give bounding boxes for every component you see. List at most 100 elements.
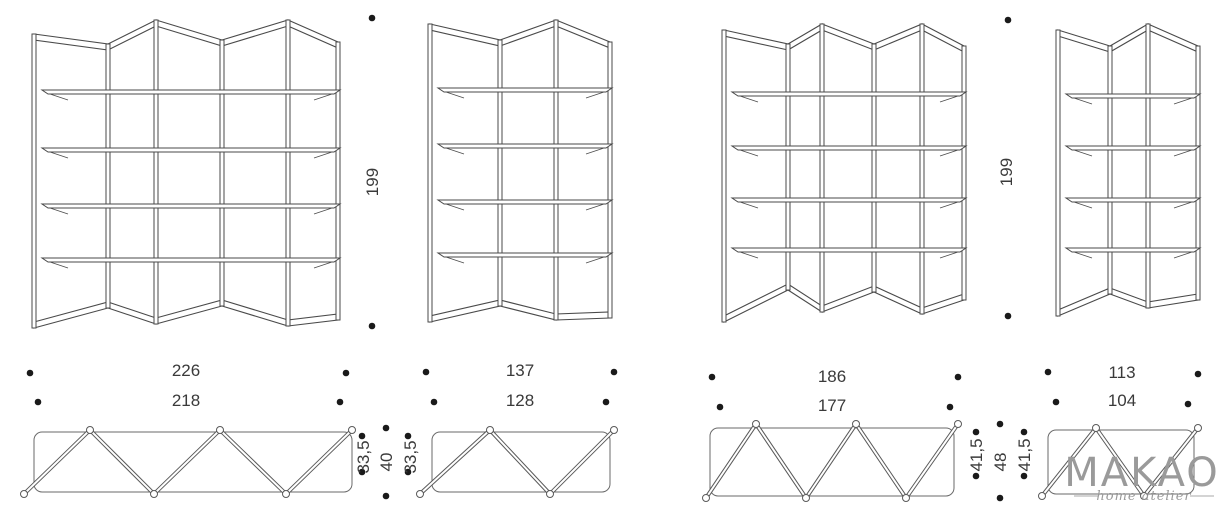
shelf bbox=[40, 147, 342, 153]
post bbox=[105, 43, 111, 309]
dimension-dot bbox=[1004, 16, 1012, 24]
depth-label-1b: 40 bbox=[377, 453, 396, 472]
depth-label-3c: 41,5 bbox=[1015, 438, 1034, 471]
shelf-bracket bbox=[445, 256, 465, 264]
shelf-bracket bbox=[739, 201, 759, 209]
dimension-dot bbox=[34, 398, 42, 406]
hinge bbox=[610, 426, 618, 434]
shelf-bracket bbox=[739, 95, 759, 103]
shelf-bracket bbox=[739, 149, 759, 157]
top-rail bbox=[33, 33, 109, 51]
panel-core bbox=[419, 429, 491, 495]
post bbox=[919, 23, 925, 315]
plan-137 bbox=[416, 426, 618, 498]
hinge bbox=[852, 420, 860, 428]
shelf bbox=[1064, 197, 1202, 203]
panel-core bbox=[285, 429, 353, 495]
hinge bbox=[954, 420, 962, 428]
bottom-rail bbox=[221, 299, 289, 327]
shelf-bracket bbox=[585, 91, 605, 99]
dimension-dot bbox=[1194, 370, 1202, 378]
brand-tagline: home atelier bbox=[1096, 489, 1191, 504]
shelf bbox=[436, 252, 614, 258]
shelf bbox=[730, 91, 968, 97]
hinge bbox=[1194, 424, 1202, 432]
panel-core bbox=[1143, 427, 1199, 497]
shelf-bracket bbox=[1173, 97, 1193, 105]
post bbox=[285, 19, 291, 327]
panel-core bbox=[1095, 427, 1145, 497]
post bbox=[31, 33, 37, 329]
hinge bbox=[282, 490, 290, 498]
shelf bbox=[1064, 145, 1202, 151]
top-rail bbox=[499, 19, 557, 47]
front-elevations bbox=[31, 19, 1202, 329]
bottom-rail bbox=[33, 301, 109, 329]
hinge bbox=[802, 494, 810, 502]
shelf-bracket bbox=[939, 149, 959, 157]
dimension-dot bbox=[610, 368, 618, 376]
shelf-bracket bbox=[445, 203, 465, 211]
brand-logo: MAKAO home atelier bbox=[1064, 450, 1218, 504]
bottom-rail bbox=[1109, 287, 1149, 309]
depth-label-1c: 33,5 bbox=[401, 440, 420, 473]
hinge bbox=[86, 426, 94, 434]
shelf-bracket bbox=[1073, 251, 1093, 259]
dimension-dot bbox=[342, 369, 350, 377]
bottom-rail bbox=[555, 311, 611, 321]
dimension-dots bbox=[26, 14, 1202, 502]
top-rail bbox=[555, 19, 611, 49]
post bbox=[427, 23, 433, 323]
top-rail bbox=[107, 19, 157, 51]
hinge bbox=[416, 490, 424, 498]
shelf-bracket bbox=[939, 95, 959, 103]
dimension-dot bbox=[716, 403, 724, 411]
inner-width-label-2: 128 bbox=[506, 391, 534, 410]
post bbox=[607, 41, 613, 319]
outer-width-label-2: 137 bbox=[506, 361, 534, 380]
dimension-dot bbox=[422, 368, 430, 376]
bottom-rail bbox=[155, 299, 223, 325]
shelf bbox=[436, 199, 614, 205]
post bbox=[553, 19, 559, 321]
plan-113 bbox=[1038, 424, 1202, 500]
inner-width-label-4: 104 bbox=[1108, 391, 1136, 410]
shelf-bracket bbox=[445, 147, 465, 155]
dimension-dot bbox=[358, 468, 366, 476]
dimension-dot bbox=[336, 398, 344, 406]
bottom-rail bbox=[1147, 293, 1199, 309]
post bbox=[721, 29, 727, 323]
hinge bbox=[150, 490, 158, 498]
shelf-bracket bbox=[49, 151, 69, 159]
dimension-dot bbox=[946, 403, 954, 411]
panel-core bbox=[755, 423, 807, 499]
post bbox=[1055, 29, 1061, 317]
shelf-bracket bbox=[939, 201, 959, 209]
shelf-bracket bbox=[1073, 97, 1093, 105]
dimension-dot bbox=[1052, 398, 1060, 406]
shelf-bracket bbox=[939, 251, 959, 259]
top-rail bbox=[921, 23, 965, 53]
dimension-dot bbox=[602, 398, 610, 406]
hinge bbox=[752, 420, 760, 428]
post bbox=[335, 41, 341, 321]
shelf-bracket bbox=[49, 261, 69, 269]
hinge bbox=[486, 426, 494, 434]
top-rail bbox=[287, 19, 339, 49]
post bbox=[1145, 23, 1151, 309]
plan-226 bbox=[20, 426, 356, 498]
shelf bbox=[730, 247, 968, 253]
bottom-rail bbox=[1057, 287, 1111, 317]
top-rail bbox=[1109, 23, 1149, 53]
dimension-dot bbox=[1004, 312, 1012, 320]
top-rail bbox=[221, 19, 289, 47]
outer-width-label-4: 113 bbox=[1108, 363, 1135, 382]
shelf-bracket bbox=[49, 207, 69, 215]
dimension-dot bbox=[430, 398, 438, 406]
post bbox=[153, 19, 159, 325]
top-rail bbox=[1057, 29, 1111, 53]
top-rail bbox=[787, 23, 823, 51]
elevation-113 bbox=[1055, 23, 1202, 317]
dimension-dot bbox=[1044, 368, 1052, 376]
inner-width-label-1: 218 bbox=[172, 391, 200, 410]
